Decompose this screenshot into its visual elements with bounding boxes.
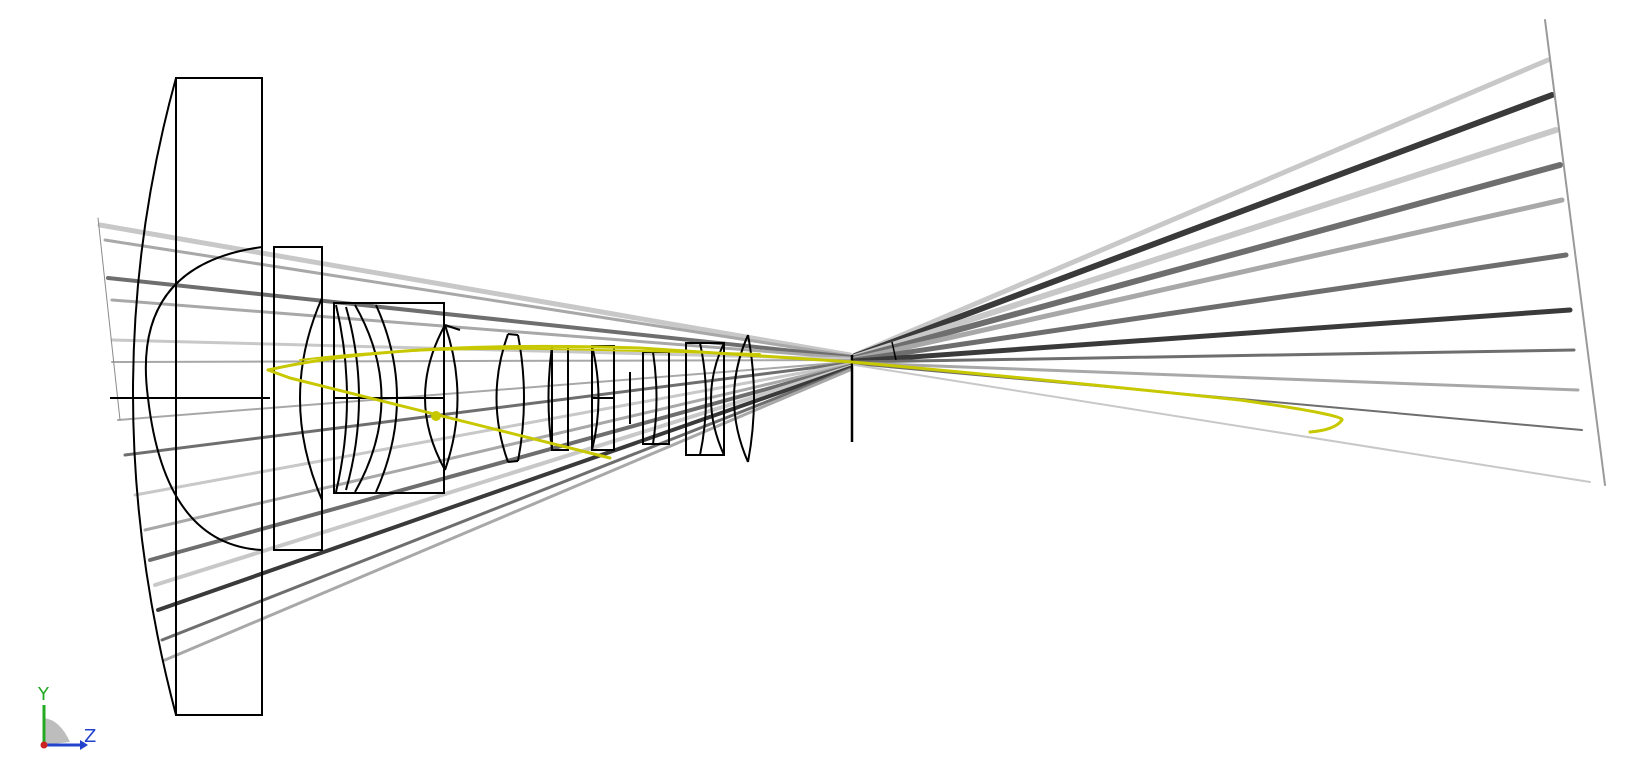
ray — [852, 197, 1565, 362]
coordinate-axes-triad: Y Z — [37, 684, 96, 750]
ray — [854, 364, 1591, 483]
z-axis-arrow — [80, 740, 88, 750]
ray — [163, 368, 852, 662]
ray — [852, 162, 1563, 361]
object-side-ray-fan — [97, 217, 853, 662]
ray — [852, 92, 1555, 359]
highlighted-path-inner — [299, 347, 761, 361]
ray — [106, 276, 852, 359]
lens-element-4 — [424, 324, 461, 471]
lens-element-10 — [733, 334, 755, 463]
lens-element-2 — [273, 246, 323, 551]
ray — [852, 57, 1551, 358]
highlighted-path-return — [266, 368, 612, 460]
axis-origin — [40, 741, 48, 749]
ray — [111, 359, 851, 363]
ray — [117, 361, 851, 421]
ray — [852, 127, 1559, 360]
ray — [852, 252, 1569, 363]
ray — [123, 361, 852, 457]
ray — [852, 307, 1573, 364]
ray — [97, 222, 853, 358]
ray — [160, 367, 852, 642]
ray — [103, 238, 852, 358]
highlight-point — [431, 411, 441, 421]
z-axis-label: Z — [84, 726, 96, 747]
image-plane — [1544, 19, 1606, 486]
aperture-stop-tick — [891, 341, 897, 361]
ray — [97, 217, 121, 421]
ray — [853, 348, 1576, 364]
lens-element-3 — [333, 302, 445, 494]
lens-elements — [118, 77, 897, 716]
triad-shade — [44, 718, 70, 745]
bottom-hint: ... — [815, 752, 832, 764]
ray — [153, 365, 852, 587]
ray — [853, 361, 1580, 392]
y-axis-label: Y — [37, 684, 50, 705]
highlighted-ray-trace — [266, 344, 1344, 460]
ray — [110, 298, 852, 360]
ray — [148, 364, 852, 562]
lens-element-1 — [118, 77, 263, 716]
image-side-ray-fan — [852, 19, 1606, 486]
